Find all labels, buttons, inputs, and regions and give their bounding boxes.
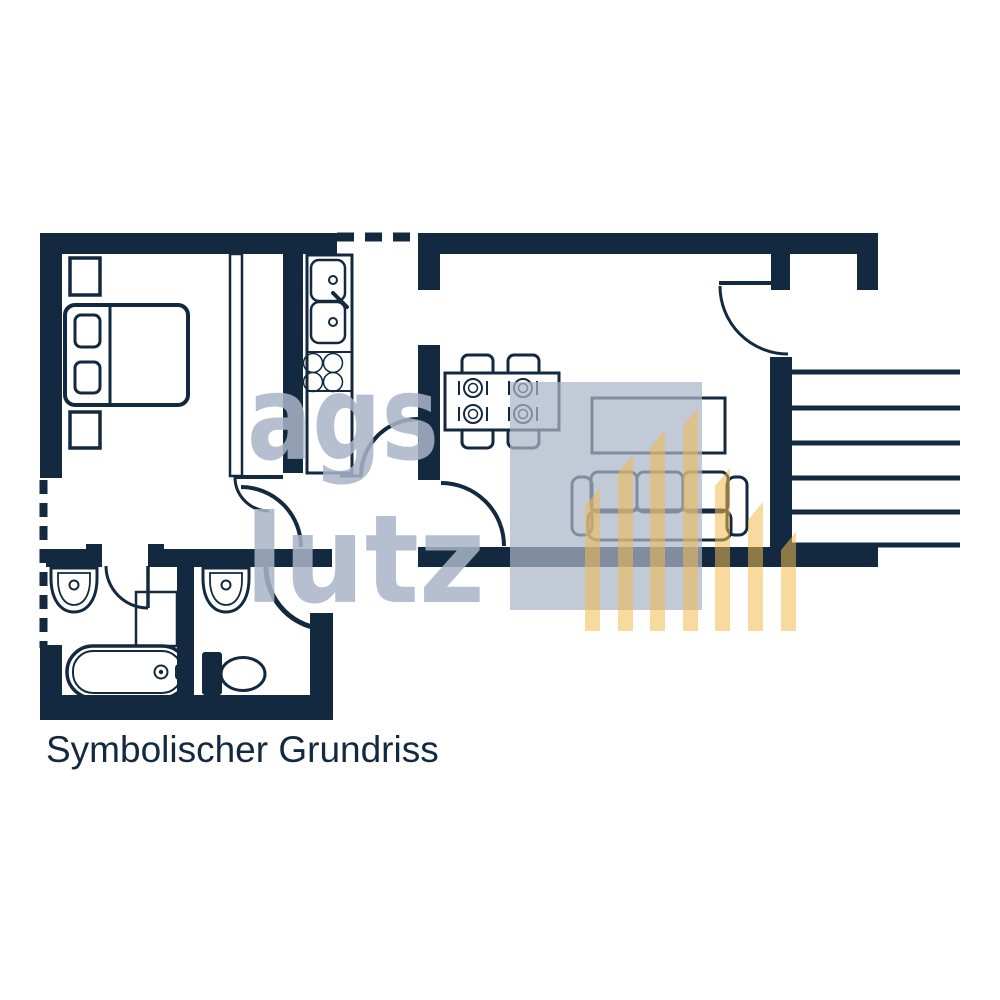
kitchen-sink [309,300,347,345]
pillow [73,360,102,395]
stove-burner [322,371,344,393]
tub-overflow [175,664,183,680]
toilet-tank [202,652,222,695]
watermark-word-2: lutz [245,489,485,631]
entry-door-swing [718,285,789,356]
walls [39,232,878,720]
wall-stair-side [770,357,792,567]
double-bed [63,303,190,407]
sink-drain [68,579,80,591]
wall-kitchen-pier [418,240,440,290]
kitchen-counter [305,253,354,475]
wall-bath-jamb-b [148,544,164,567]
living-door-swing [440,481,506,547]
kitchen-door-swing [359,417,419,477]
logo-bar [748,502,763,631]
logo-bar [585,488,600,631]
stairs [792,369,960,548]
hallway-door-swing [240,485,303,548]
doors [104,281,789,632]
wc-room [201,557,267,695]
kitchen-sink [309,258,347,303]
pillow [73,313,102,349]
bathtub-inner [72,650,183,694]
wall-entry-pier-right [857,254,878,290]
bath-door-swing [104,565,149,610]
bathroom [49,557,190,700]
nightstand [68,410,102,450]
wall-bath-divider [177,563,194,720]
watermark-word-1: ags [247,349,439,487]
wall-kitchen-mid [418,345,440,480]
sink-basin-inner [57,572,91,606]
wall-bath-jamb-a [86,544,102,567]
kitchen [302,253,354,475]
bedroom-door-swing [233,476,270,513]
sink-basin-inner [209,572,243,606]
wall-wc-right [310,613,333,720]
wc-door-swing [263,566,329,632]
tub-drain-dot [158,669,164,675]
sink-drain [328,275,338,285]
wardrobe [228,252,244,478]
kitchen-faucet [331,291,349,309]
wall-bedroom-kitchen [283,240,303,473]
wall-entry-pier-left [771,254,790,290]
bedroom [63,252,244,478]
plan-caption: Symbolischer Grundriss [46,729,439,770]
wall-top-right [418,233,878,254]
stove-burner [302,371,324,393]
logo-bar [683,408,698,631]
logo-bar [715,468,730,631]
logo-square [510,382,702,610]
watermark-logo: ags lutz [245,349,796,631]
wall-left-upper [40,233,62,478]
wall-top-left [40,233,337,254]
toilet-bowl [219,656,267,692]
washing-machine [134,590,179,648]
tub-drain [153,664,169,680]
sink-drain [328,317,338,327]
place-setting [458,404,488,424]
logo-bar [618,455,633,631]
wall-bath-top-b [148,549,332,567]
nightstand [68,256,102,297]
logo-bar [650,430,665,631]
sink-drain [220,579,232,591]
bathtub [65,644,190,700]
place-setting [458,378,488,398]
logo-bar [781,532,796,631]
